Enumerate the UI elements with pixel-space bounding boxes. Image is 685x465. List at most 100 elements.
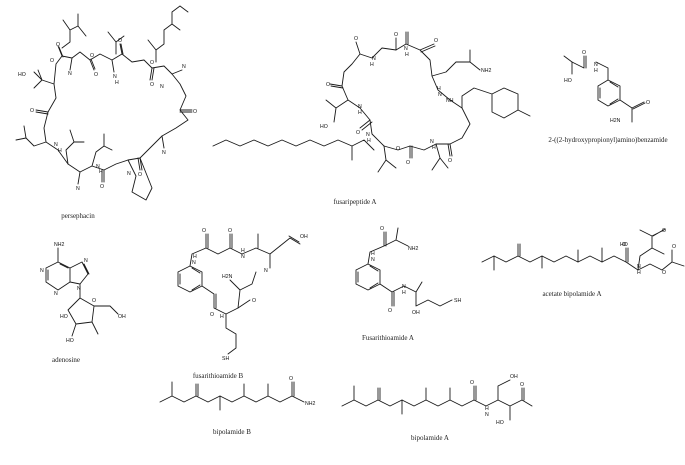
- atom-label: O: [622, 242, 626, 248]
- atom-label: H: [437, 86, 441, 92]
- molecule-acetate-bipolamide-a: HO O O H N O O acetate bipolamide A: [481, 228, 685, 298]
- atom-label: H: [405, 52, 409, 58]
- atom-label: N: [40, 268, 44, 274]
- atom-label: HO: [564, 78, 572, 84]
- atom-label: O: [388, 308, 392, 314]
- atom-label: N: [430, 139, 434, 145]
- atom-label: O: [138, 172, 142, 178]
- atom-label: N: [160, 84, 164, 90]
- atom-label: H: [370, 62, 374, 68]
- atom-label: HO: [496, 420, 504, 426]
- atom-label: N: [192, 260, 196, 266]
- atom-label: SH: [454, 298, 461, 304]
- atom-label: N: [162, 150, 166, 156]
- atom-label: O: [90, 53, 94, 59]
- atom-label: N: [371, 257, 375, 263]
- molecule-bipolamide-a: O H N OH HO O bipolamide A: [341, 374, 533, 442]
- atom-label: O: [582, 50, 586, 56]
- atom-label: O: [150, 82, 154, 88]
- atom-label: N: [402, 284, 406, 290]
- atom-label: O: [118, 38, 122, 44]
- molecule-adenosine: NH2 N N N N O HO HO OH adenosine: [40, 242, 126, 364]
- atom-label: O: [394, 32, 398, 38]
- atom-label: N: [594, 62, 598, 68]
- caption-bipolamide-a: bipolamide A: [411, 434, 449, 442]
- atom-label: O: [356, 130, 360, 136]
- caption-persephacin: persephacin: [61, 212, 95, 220]
- atom-label: N: [485, 412, 489, 418]
- atom-label: H: [637, 270, 641, 276]
- atom-label: H: [402, 290, 406, 296]
- molecule-persephacin: O O N O HO N O N O N O N O O N O N N O O…: [15, 5, 197, 220]
- atom-label: O: [406, 160, 410, 166]
- atom-label: O: [289, 376, 293, 382]
- atom-label: O: [210, 312, 214, 318]
- atom-label: OH: [300, 234, 308, 240]
- caption-adenosine: adenosine: [52, 356, 80, 364]
- atom-label: O: [228, 228, 232, 234]
- atom-label: O: [92, 298, 96, 304]
- atom-label: H2N: [610, 118, 621, 124]
- atom-label: O: [380, 226, 384, 232]
- molecule-fusarithioamide-b: O H N N H N O OH H2N O O H SH fusarithio…: [177, 228, 308, 380]
- atom-label: O: [354, 36, 358, 42]
- atom-label: N: [372, 56, 376, 62]
- atom-label: N: [96, 164, 100, 170]
- atom-label: H: [58, 148, 62, 154]
- atom-label: HO: [620, 242, 628, 248]
- atom-label: O: [396, 146, 400, 152]
- atom-label: N: [404, 46, 408, 52]
- atom-label: O: [662, 228, 666, 234]
- atom-label: H: [241, 248, 245, 254]
- atom-label: OH: [118, 314, 126, 320]
- atom-label: HO: [66, 338, 74, 344]
- atom-label: H: [371, 251, 375, 257]
- atom-label: O: [202, 228, 206, 234]
- atom-label: OH: [510, 374, 518, 380]
- atom-label: H: [485, 406, 489, 412]
- caption-bipolamide-b: bipolamide B: [213, 428, 251, 436]
- atom-label: O: [662, 270, 666, 276]
- atom-label: O: [448, 158, 452, 164]
- atom-label: O: [252, 298, 256, 304]
- atom-label: HO: [18, 72, 26, 78]
- atom-label: H: [220, 314, 224, 320]
- atom-label: O: [646, 100, 650, 106]
- atom-label: NH2: [408, 246, 418, 252]
- molecule-hydroxypropionylamino-benzamide: O H N HO H2N O 2-((2-hydroxypropionyl)am…: [548, 50, 667, 144]
- atom-label: O: [100, 184, 104, 190]
- atom-label: O: [94, 72, 98, 78]
- caption-fusarithioamide-b: fusarithioamide B: [193, 372, 244, 380]
- atom-label: N: [366, 132, 370, 138]
- atom-label: H: [193, 254, 197, 260]
- atom-label: N: [182, 64, 186, 70]
- atom-label: NH2: [481, 68, 491, 74]
- atom-label: H: [115, 80, 119, 86]
- atom-label: N: [84, 258, 88, 264]
- atom-label: N: [76, 186, 80, 192]
- caption-fusaripeptide-a: fusaripeptide A: [334, 198, 377, 206]
- atom-label: SH: [222, 356, 229, 362]
- caption-fusarithioamide-a: Fusarithioamide A: [362, 334, 414, 342]
- atom-label: O: [50, 58, 54, 64]
- atom-label: N: [241, 254, 245, 260]
- atom-label: O: [434, 38, 438, 44]
- atom-label: HO: [320, 124, 328, 130]
- atom-label: H: [432, 145, 436, 151]
- atom-label: N: [54, 142, 58, 148]
- atom-label: H2N: [222, 274, 233, 280]
- atom-label: N: [54, 291, 58, 297]
- atom-label: H: [358, 110, 362, 116]
- molecule-bipolamide-b: O NH2 bipolamide B: [159, 376, 315, 436]
- atom-label: N: [113, 74, 117, 80]
- atom-label: O: [150, 60, 154, 66]
- atom-label: N: [264, 268, 268, 274]
- atom-label: N: [438, 92, 442, 98]
- atom-label: HO: [60, 314, 68, 320]
- caption-acetate-bipolamide-a: acetate bipolamide A: [542, 290, 601, 298]
- caption-hydroxypropionylamino-benzamide: 2-((2-hydroxypropionyl)amino)benzamide: [548, 136, 667, 144]
- atom-label: NH2: [305, 401, 315, 407]
- atom-label: N: [68, 71, 72, 77]
- atom-label: N: [127, 171, 131, 177]
